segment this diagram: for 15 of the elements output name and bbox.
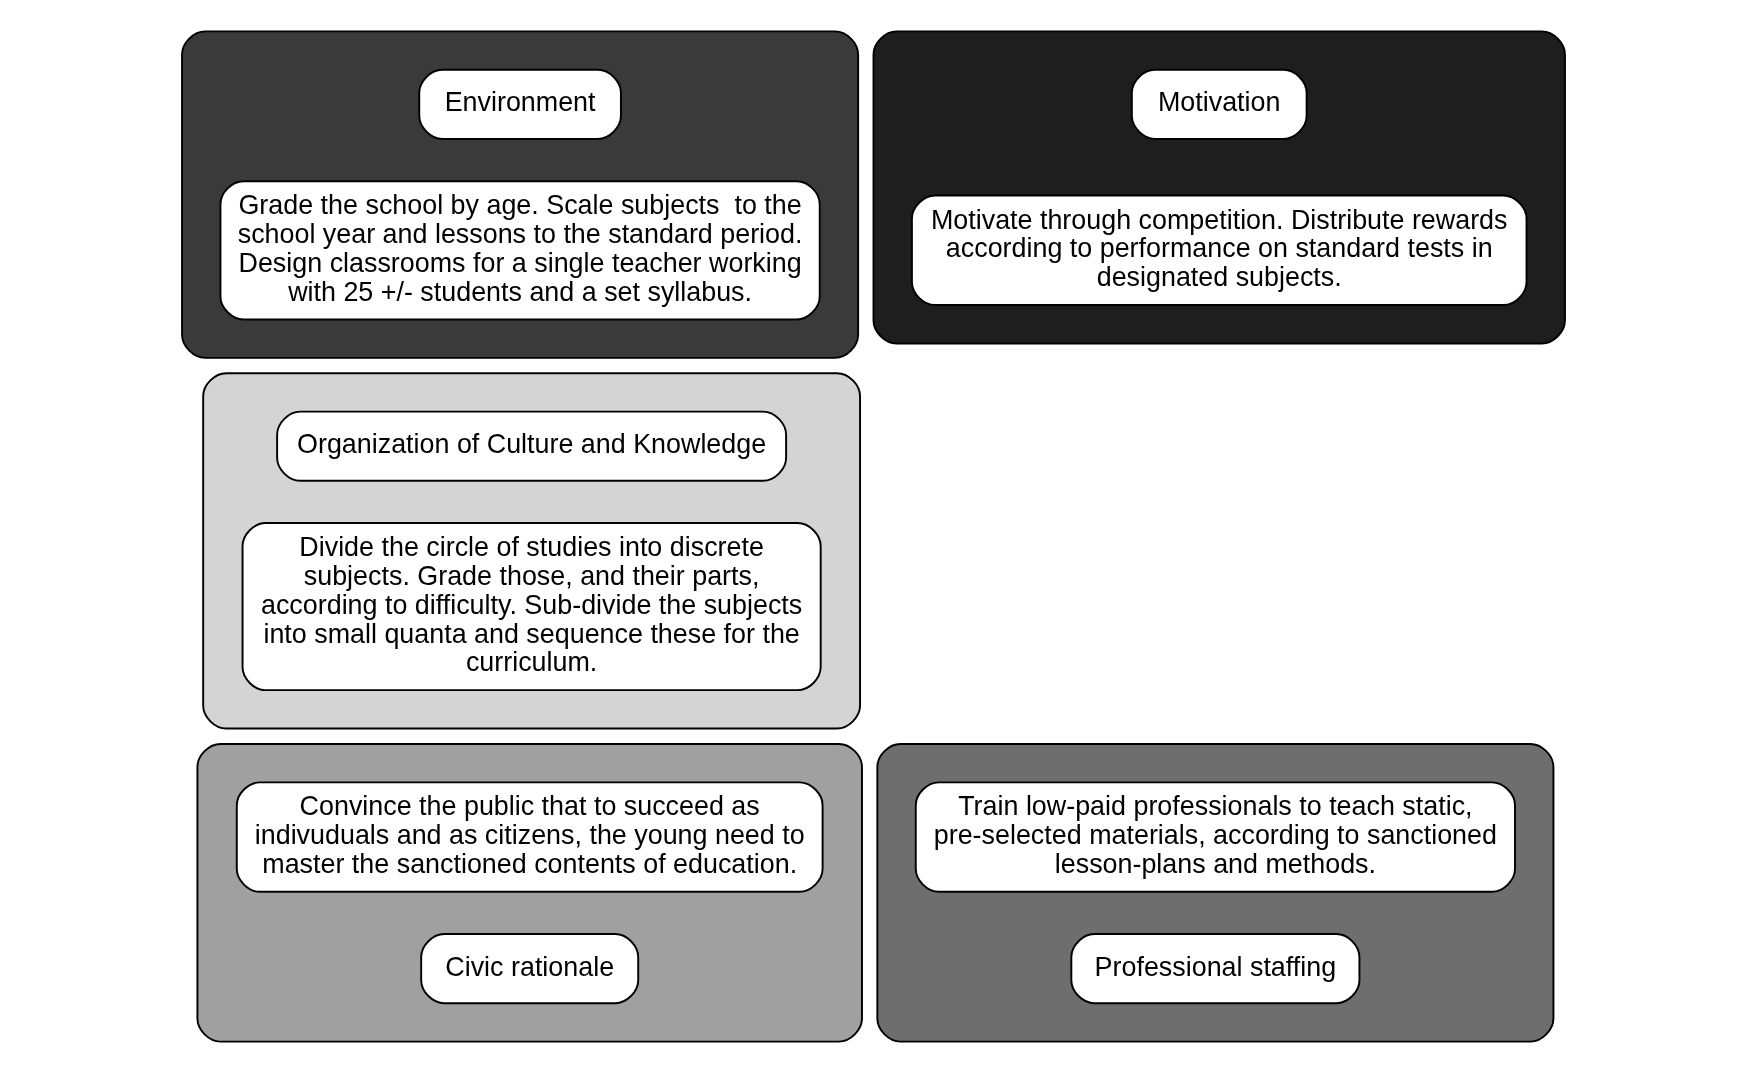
cluster	[201, 372, 861, 730]
cluster	[872, 30, 1566, 345]
node-box: Convince the public that to succeed as indivuduals and as citizens, the young need to master the sanctioned contents of education.	[235, 781, 824, 893]
node-box: Grade the school by age. Scale subjects to the school year and lessons to the standard period. Design classrooms for a single teacher working with 25 +/- students and a set syllabus.	[219, 180, 821, 321]
node-box: Environment	[417, 68, 622, 140]
node-box: Motivation	[1130, 68, 1308, 140]
node-box: Train low-paid professionals to teach static, pre-selected materials, according to sanctioned lesson-plans and methods.	[914, 781, 1516, 893]
cluster	[875, 743, 1554, 1043]
node-box: Motivate through competition. Distribute rewards according to performance on standard tests in designated subjects.	[910, 194, 1527, 306]
cluster	[180, 30, 859, 359]
cluster	[195, 743, 863, 1043]
node-box: Divide the circle of studies into discrete subjects. Grade those, and their parts, according to difficulty. Sub-divide the subjects into small quanta and sequence these for the curriculum.	[241, 522, 822, 692]
node-box: Organization of Culture and Knowledge	[275, 410, 787, 482]
node-box: Civic rationale	[419, 933, 639, 1005]
node-box: Professional staffing	[1069, 933, 1360, 1005]
